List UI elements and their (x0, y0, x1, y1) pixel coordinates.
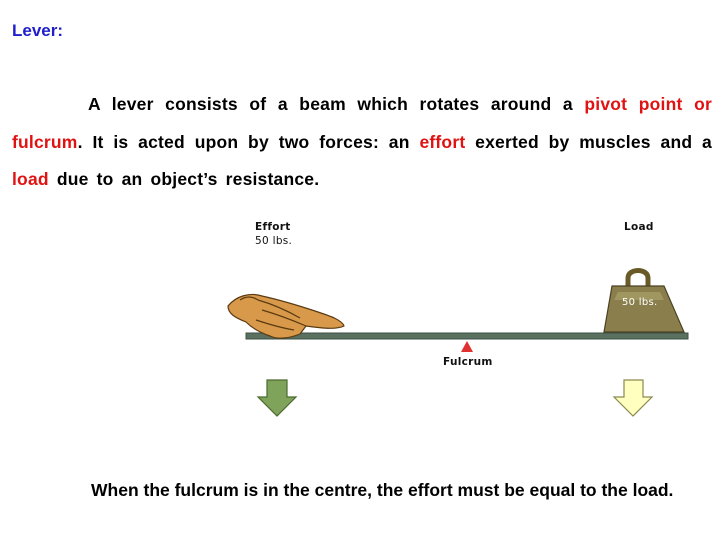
fulcrum-triangle (461, 341, 473, 352)
hand-illustration (227, 293, 345, 339)
para-text-2: . It is acted upon by two forces: an (77, 131, 420, 152)
page-title: Lever: (12, 21, 64, 40)
load-arrow (612, 379, 654, 417)
effort-highlight: effort (419, 131, 466, 152)
para-text-1: A lever consists of a beam which rotates… (88, 94, 585, 114)
lever-beam (245, 332, 689, 340)
conclusion-text: When the fulcrum is in the centre, the e… (91, 480, 674, 500)
effort-label: Effort (255, 221, 291, 233)
para-text-3: exerted by muscles and a (465, 131, 712, 152)
weight-icon (603, 268, 685, 333)
effort-value: 50 lbs. (255, 235, 293, 247)
fulcrum-label: Fulcrum (443, 356, 493, 368)
effort-arrow (256, 379, 298, 417)
para-text-4: due to an object’s resistance. (48, 169, 320, 189)
lever-definition-paragraph: A lever consists of a beam which rotates… (12, 86, 712, 199)
load-highlight: load (12, 169, 49, 189)
weight-label: 50 lbs. (622, 297, 658, 308)
pivot-highlight: pivot point or fulcrum (12, 94, 712, 152)
load-label: Load (624, 221, 654, 233)
